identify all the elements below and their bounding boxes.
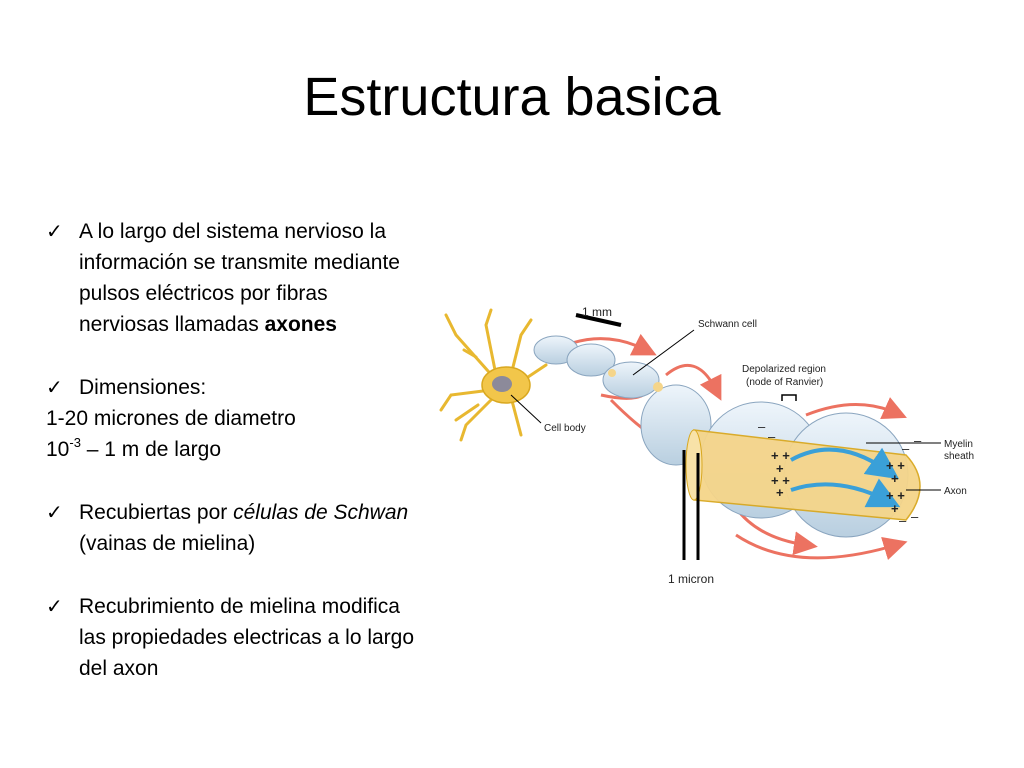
bullet-axones: ✓ A lo largo del sistema nervioso la inf… bbox=[46, 216, 416, 340]
depolarized-region-label: Depolarized region bbox=[742, 364, 826, 375]
scale-label-mm: 1 mm bbox=[582, 305, 612, 319]
svg-text:–: – bbox=[758, 419, 766, 434]
svg-text:–: – bbox=[899, 513, 907, 528]
slide-title: Estructura basica bbox=[303, 67, 721, 127]
bullet-3-italic: células de Schwan bbox=[233, 501, 409, 524]
checkmark-icon: ✓ bbox=[46, 594, 63, 618]
bullet-1-text: A lo largo del sistema nervioso la infor… bbox=[79, 220, 400, 336]
bullet-schwann: ✓ Recubiertas por células de Schwan (vai… bbox=[46, 497, 416, 559]
scale-bar-1mm bbox=[575, 313, 622, 327]
svg-text:+ +: + + bbox=[886, 488, 905, 503]
dimension-diameter: 1-20 micrones de diametro bbox=[46, 407, 296, 430]
bullet-dimensions: ✓ Dimensiones: bbox=[46, 372, 416, 403]
svg-text:+ +: + + bbox=[771, 473, 790, 488]
schwann-cell-label: Schwann cell bbox=[698, 319, 757, 330]
cell-body-label: Cell body bbox=[544, 423, 586, 434]
svg-text:+: + bbox=[891, 501, 899, 516]
myelin-label-2: sheath bbox=[944, 451, 974, 462]
svg-text:–: – bbox=[911, 509, 919, 524]
checkmark-icon: ✓ bbox=[46, 500, 63, 524]
bullet-3-text: Recubiertas por bbox=[79, 501, 228, 524]
dimension-length: 10-3 – 1 m de largo bbox=[46, 435, 222, 461]
bullet-4-text: Recubrimiento de mielina modifica las pr… bbox=[79, 595, 415, 680]
cell-body-icon bbox=[439, 308, 548, 442]
svg-text:+: + bbox=[776, 485, 784, 500]
node-of-ranvier-label: (node of Ranvier) bbox=[746, 377, 823, 388]
svg-text:–: – bbox=[768, 429, 776, 444]
scale-label-micron: 1 micron bbox=[668, 572, 714, 586]
axon-label: Axon bbox=[944, 486, 967, 497]
bullet-2-text: Dimensiones: bbox=[79, 376, 207, 399]
checkmark-icon: ✓ bbox=[46, 219, 63, 243]
bullet-myelin-effect: ✓ Recubrimiento de mielina modifica las … bbox=[46, 591, 416, 684]
bullet-list: ✓ A lo largo del sistema nervioso la inf… bbox=[46, 216, 416, 684]
svg-text:–: – bbox=[914, 433, 922, 448]
myelin-label-1: Myelin bbox=[944, 439, 973, 450]
svg-text:+ +: + + bbox=[886, 458, 905, 473]
myelin-segments bbox=[533, 335, 712, 466]
bullet-1-bold: axones bbox=[264, 313, 337, 336]
svg-text:+ +: + + bbox=[771, 448, 790, 463]
svg-text:–: – bbox=[902, 441, 910, 456]
checkmark-icon: ✓ bbox=[46, 375, 63, 399]
bullet-3-after: (vainas de mielina) bbox=[79, 532, 256, 555]
neuron-diagram: + + + + + + + + + + + + – – – – – – 1 mm… bbox=[439, 305, 974, 586]
svg-text:+: + bbox=[891, 471, 899, 486]
svg-text:+: + bbox=[776, 461, 784, 476]
